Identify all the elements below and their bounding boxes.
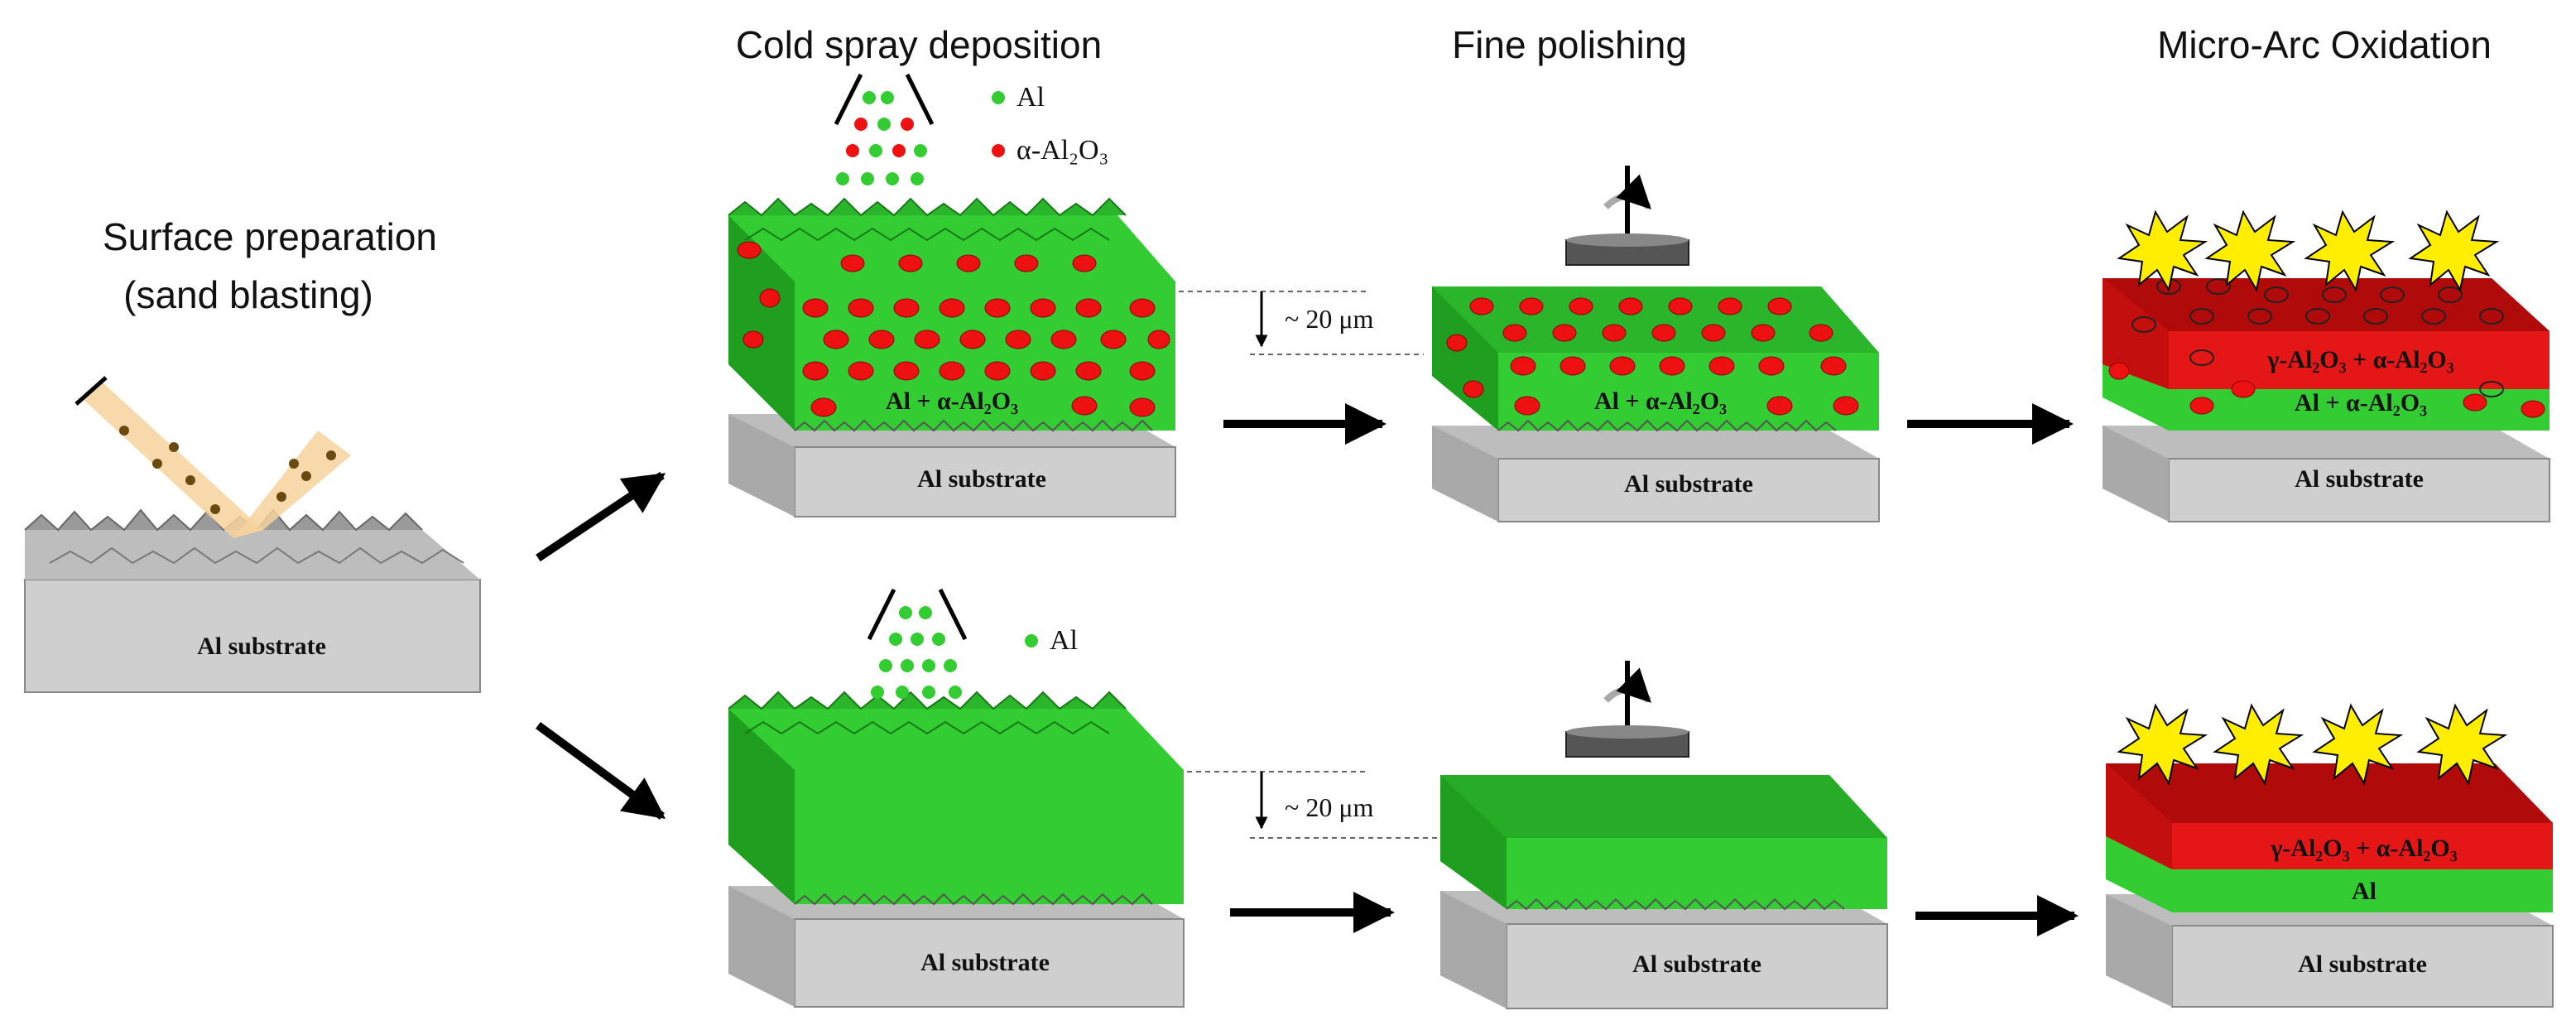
arrow-to-bottom-row [536,721,666,821]
legend-al-label-bottom: Al [1050,625,1078,656]
thickness-label-bottom: ~ 20 μm [1285,792,1373,822]
block-cold-spray-al: Al substrate [728,691,1185,1008]
label-al-layer-f: Al [2352,878,2377,905]
spark-icon [2304,209,2396,292]
thickness-indicator-bottom: ~ 20 μm [1187,771,1531,839]
label-oxide-layer-c: γ-Al₂O₃ + α-Al₂O₃ [2266,346,2454,373]
label-al-substrate-e: Al substrate [1632,951,1761,978]
block-surface-preparation: Al substrate [24,376,481,693]
spark-icon [2408,209,2500,292]
label-oxide-layer-f: γ-Al₂O₃ + α-Al₂O₃ [2270,835,2458,862]
sparks [2117,209,2508,786]
label-composite-coating-c: Al + α-Al₂O₃ [2295,389,2427,416]
legend-al-label: Al [1016,82,1045,113]
nozzle-composite-spray [834,73,935,185]
block-polished-composite: Al substrate Al + α-Al₂O₃ [1432,286,1880,522]
title-fine-polishing: Fine polishing [1452,23,1687,66]
label-al-substrate-c: Al substrate [2295,465,2424,493]
spark-icon [2213,703,2304,786]
label-composite-coating-b: Al + α-Al₂O₃ [1594,387,1727,415]
polishing-tool-bottom [1565,661,1689,758]
block-cold-spray-composite: Al substrate Al + α-Al₂O₃ [728,197,1176,517]
legend-bottom: Al [1025,625,1078,656]
block-mao-composite: Al substrate γ-Al₂O₃ + α-Al₂O₃ Al + α-Al… [2103,278,2550,522]
title-surface-preparation: Surface preparation [103,215,437,258]
title-micro-arc-oxidation: Micro-Arc Oxidation [2157,23,2492,66]
thickness-label-top: ~ 20 μm [1285,304,1373,334]
label-al-substrate-b: Al substrate [1624,470,1753,498]
legend: Al α-Al₂O₃ [992,82,1108,166]
spark-icon [2117,703,2208,786]
spark-icon [2117,209,2208,292]
title-sand-blasting: (sand blasting) [123,273,373,316]
label-al-substrate-d: Al substrate [920,949,1050,976]
spark-icon [2416,703,2508,786]
arrow-to-top-row [536,471,666,562]
block-polished-al: Al substrate [1440,775,1888,1009]
polishing-tool-top [1565,166,1689,266]
label-al-substrate-f: Al substrate [2298,951,2427,978]
label-al-substrate-a: Al substrate [917,465,1046,493]
legend-al-swatch-bottom [1025,634,1038,647]
label-composite-coating-a: Al + α-Al₂O₃ [886,387,1018,415]
title-cold-spray: Cold spray deposition [736,23,1102,66]
label-al-substrate-0: Al substrate [197,633,326,660]
thickness-indicator-top: ~ 20 μm [1179,291,1424,355]
block-mao-al: Al substrate γ-Al₂O₃ + α-Al₂O₃ Al [2106,763,2554,1008]
spark-icon [2204,209,2296,292]
spark-icon [2312,703,2404,786]
nozzle-al-spray [867,588,968,699]
legend-alumina-swatch [992,144,1005,157]
legend-alumina-label: α-Al₂O₃ [1016,135,1108,166]
legend-al-swatch [992,91,1005,104]
